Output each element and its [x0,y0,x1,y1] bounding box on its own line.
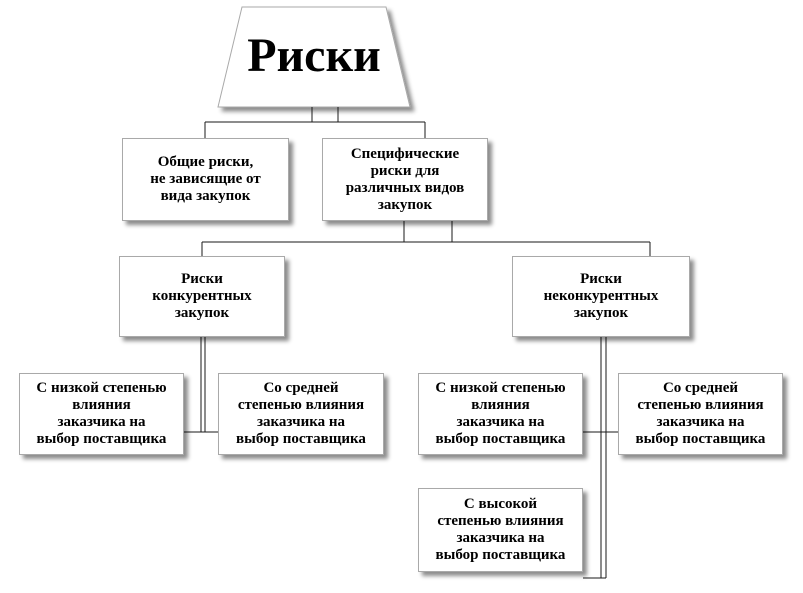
node-noncompetitive-low-influence-label: С низкой степенью влияния заказчика на в… [435,380,566,447]
root-trapezoid-shape [217,6,411,108]
node-competitive-risks-label: Риски конкурентных закупок [152,271,252,321]
node-noncompetitive-risks: Риски неконкурентных закупок [512,256,690,337]
node-noncompetitive-risks-label: Риски неконкурентных закупок [543,271,659,321]
diagram-title: Риски [247,29,381,82]
node-competitive-medium-influence: Со средней степенью влияния заказчика на… [218,373,384,455]
node-competitive-low-influence: С низкой степенью влияния заказчика на в… [19,373,184,455]
connector-lines [184,107,651,579]
node-noncompetitive-low-influence: С низкой степенью влияния заказчика на в… [418,373,583,455]
node-noncompetitive-medium-influence: Со средней степенью влияния заказчика на… [618,373,783,455]
node-noncompetitive-high-influence: С высокой степенью влияния заказчика на … [418,488,583,572]
node-general-risks-label: Общие риски, не зависящие от вида закупо… [150,154,261,204]
node-noncompetitive-high-influence-label: С высокой степенью влияния заказчика на … [435,496,566,563]
node-specific-risks: Специфические риски для различных видов … [322,138,488,221]
node-competitive-risks: Риски конкурентных закупок [119,256,285,337]
node-competitive-low-influence-label: С низкой степенью влияния заказчика на в… [36,380,167,447]
node-noncompetitive-medium-influence-label: Со средней степенью влияния заказчика на… [635,380,766,447]
node-specific-risks-label: Специфические риски для различных видов … [345,145,465,213]
node-competitive-medium-influence-label: Со средней степенью влияния заказчика на… [236,380,366,447]
node-general-risks: Общие риски, не зависящие от вида закупо… [122,138,289,221]
